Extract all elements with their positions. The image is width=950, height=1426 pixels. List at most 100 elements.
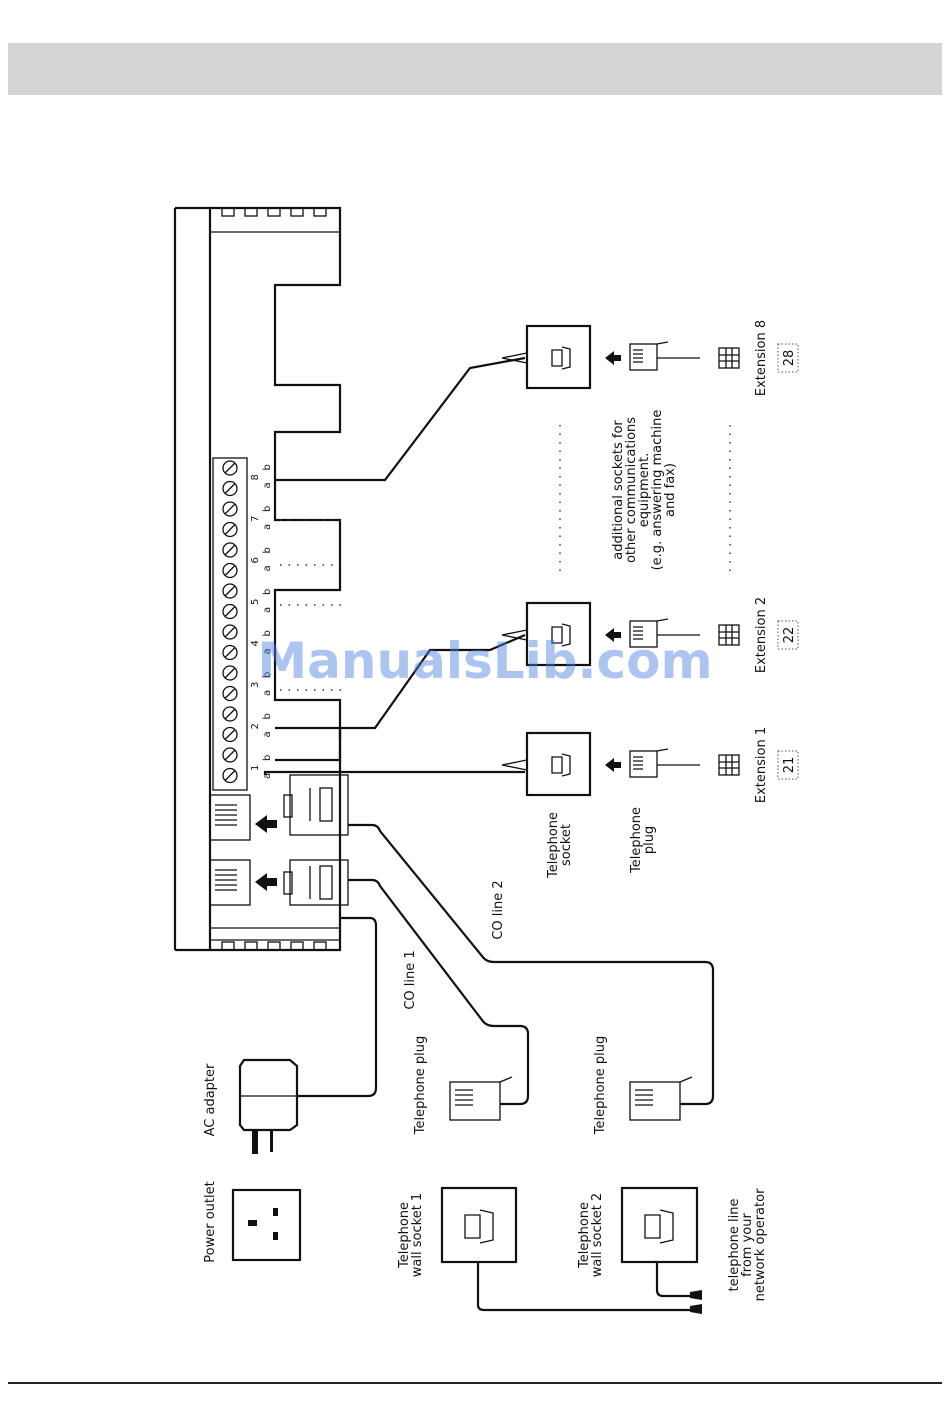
telephone-socket-label-line: socket xyxy=(559,824,574,866)
power-cable xyxy=(297,916,378,1098)
line-end-icon xyxy=(690,1290,702,1314)
terminal-pin-a: a xyxy=(262,731,273,737)
telephone-plug-ext-label-line: Telephone xyxy=(629,807,644,874)
device-foot xyxy=(267,207,281,217)
terminal-screw-icon xyxy=(222,685,238,702)
telephone-socket-icon xyxy=(525,324,592,390)
terminal-screw-icon xyxy=(222,624,238,640)
extension-unit: Extension 8 28 xyxy=(501,320,799,396)
extension-label: Extension 8 xyxy=(754,320,769,396)
telephone-socket-icon xyxy=(525,731,592,797)
terminal-number: 1 xyxy=(250,765,261,771)
terminal-screw-icon xyxy=(222,767,238,784)
terminal-number: 8 xyxy=(250,474,261,480)
extension-label: Extension 1 xyxy=(754,727,769,803)
telephone-socket-icon xyxy=(525,601,592,667)
additional-sockets-label-line: additional sockets for xyxy=(611,420,626,560)
terminal-screw-icon xyxy=(222,747,238,763)
terminal-pin-b: b xyxy=(262,755,273,761)
wall-socket-2-label: Telephonewall socket 2 xyxy=(577,1193,605,1277)
co-jack-2 xyxy=(209,794,251,841)
telephone-plug-label-1: Telephone plug xyxy=(413,1036,428,1136)
terminal-screw-icon xyxy=(222,583,238,599)
power-outlet-icon xyxy=(231,1188,302,1262)
telephone-plug-icon xyxy=(449,1076,513,1121)
terminal-number: 6 xyxy=(250,557,261,563)
device-foot xyxy=(267,941,281,951)
device-foot xyxy=(290,207,304,217)
terminal-screw-icon xyxy=(222,726,238,743)
terminal-pin-a: a xyxy=(262,648,273,654)
terminal-pin-b: b xyxy=(262,672,273,678)
co-line-2-label: CO line 2 xyxy=(491,880,506,939)
arrow-icon xyxy=(605,351,621,365)
terminal-screw-icon xyxy=(222,603,238,620)
watermark: ManualsLib.com xyxy=(257,632,712,690)
telephone-plug-ext-label-line: plug xyxy=(642,826,657,854)
additional-sockets-label-line: other communications xyxy=(624,417,639,563)
device-foot xyxy=(244,207,258,217)
telephone-socket-label: Telephonesocket xyxy=(546,812,574,879)
telephone-line-label-line: from your xyxy=(740,1213,755,1277)
terminal-number: 5 xyxy=(250,599,261,605)
header-bar xyxy=(8,43,942,95)
arrow-icon xyxy=(605,628,621,642)
extension-label: Extension 2 xyxy=(754,597,769,673)
telephone-plug-icon xyxy=(629,750,658,778)
ac-adapter-label: AC adapter xyxy=(203,1063,218,1136)
footer-rule xyxy=(8,1382,942,1384)
terminal-pin-b: b xyxy=(262,589,273,595)
terminal-pin-a: a xyxy=(262,607,273,613)
terminal-pin-b: b xyxy=(262,713,273,719)
terminal-pin-a: a xyxy=(262,690,273,696)
device-foot xyxy=(244,941,258,951)
co-plug-2 xyxy=(283,774,349,836)
telephone-line-label-line: network operator xyxy=(753,1188,768,1301)
co-line-1-cable xyxy=(348,878,530,1106)
telephone-plug-icon xyxy=(629,620,658,648)
wall-socket-2-label-line: Telephone xyxy=(577,1202,592,1269)
additional-sockets-label-line: equipment. xyxy=(637,453,652,527)
terminal-screw-icon xyxy=(222,501,238,517)
terminal-screw-icon xyxy=(222,665,238,681)
terminal-pin-b: b xyxy=(262,506,273,512)
extension-unit: Extension 1 21 xyxy=(501,727,799,803)
arrow-icon xyxy=(605,758,621,772)
wall-socket-1-label: Telephonewall socket 1 xyxy=(397,1193,425,1277)
wall-socket-1-icon xyxy=(440,1186,518,1264)
ac-adapter-icon xyxy=(238,1058,299,1154)
telephone-line-label-line: telephone line xyxy=(727,1199,742,1292)
device-foot xyxy=(313,207,327,217)
terminal-screw-icon xyxy=(222,542,238,558)
terminal-number: 2 xyxy=(250,723,261,729)
co-plug-1 xyxy=(283,859,349,906)
wall-socket-1-label-line: wall socket 1 xyxy=(410,1193,425,1277)
device-foot xyxy=(221,207,235,217)
terminal-number: 7 xyxy=(250,516,261,522)
terminal-screw-icon xyxy=(222,521,238,538)
extension-number: 22 xyxy=(782,627,797,644)
terminal-screw-icon xyxy=(222,562,238,579)
terminal-number: 4 xyxy=(250,640,261,646)
wall-socket-2-icon xyxy=(620,1186,699,1264)
device-foot xyxy=(313,941,327,951)
extension-number: 21 xyxy=(782,757,797,774)
telephone-socket-label-line: Telephone xyxy=(546,812,561,879)
extension-wiring xyxy=(263,356,731,775)
additional-sockets-label-line: (e.g. answering machine xyxy=(650,410,665,571)
arrow-icon xyxy=(255,815,277,833)
extension-number: 28 xyxy=(782,350,797,367)
terminal-pin-b: b xyxy=(262,630,273,636)
terminal-screw-icon xyxy=(222,480,238,497)
wall-socket-1-label-line: Telephone xyxy=(397,1202,412,1269)
telephone-line-label: telephone linefrom yournetwork operator xyxy=(727,1188,768,1301)
co-line-1-label: CO line 1 xyxy=(403,950,418,1009)
arrow-icon xyxy=(255,873,277,891)
telephone-plug-ext-label: Telephoneplug xyxy=(629,807,657,874)
terminal-pin-a: a xyxy=(262,565,273,571)
additional-sockets-label: additional sockets forother communicatio… xyxy=(611,410,678,571)
co-jack-1 xyxy=(209,859,251,906)
telephone-plug-icon xyxy=(629,1076,693,1121)
